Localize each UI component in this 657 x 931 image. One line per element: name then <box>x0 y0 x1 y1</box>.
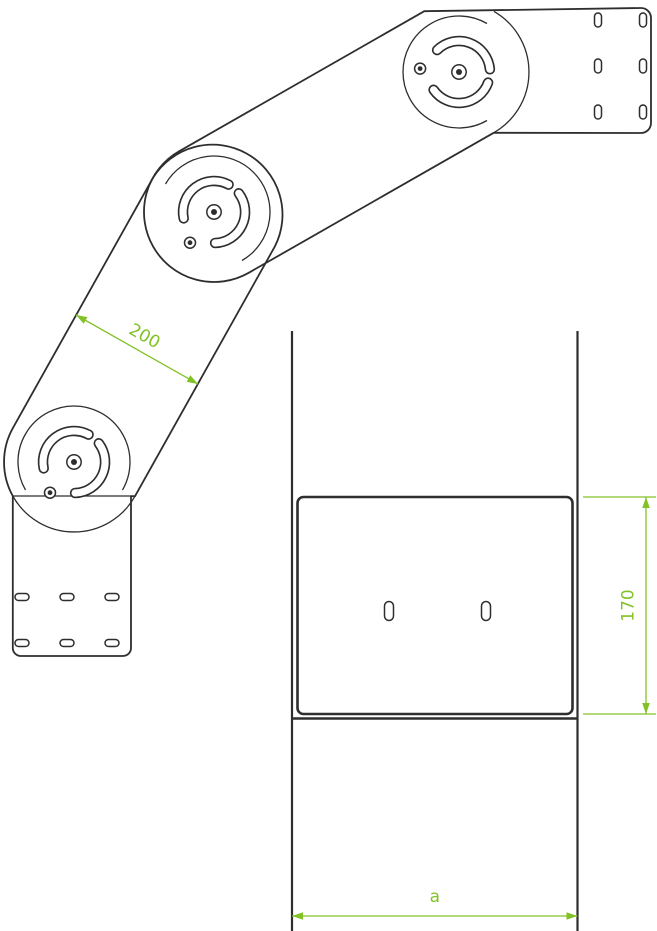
dimension-arrowhead <box>642 703 650 714</box>
top-plate-slots <box>593 12 648 120</box>
dimension-section-height: 170 <box>583 496 656 715</box>
hinge-slot-arc <box>71 439 109 497</box>
hinge-slot-arc <box>433 37 494 73</box>
dimension-arrowhead <box>186 375 198 384</box>
section-slot <box>480 600 492 622</box>
lock-hole-center <box>187 240 193 246</box>
hinge-pivot-center <box>71 459 77 465</box>
hinge-slot-arc <box>179 177 233 222</box>
mounting-slot <box>638 12 648 28</box>
hinge-boss-arc-bottom <box>17 405 131 491</box>
lock-hole-center <box>417 66 423 71</box>
hinge-boss-arc-middle <box>164 155 271 262</box>
section-slot <box>383 600 395 622</box>
dimension-arrowhead <box>76 315 88 324</box>
dimensions: 200 170 a <box>75 314 656 920</box>
section-body <box>296 495 574 716</box>
dimension-label-arm-width: 200 <box>125 320 163 353</box>
hinge-boss-arc-top <box>402 15 488 129</box>
dimension-arrowhead <box>292 912 303 920</box>
articulated-arm-view <box>3 7 652 657</box>
hinge-joint-top <box>413 35 496 109</box>
mounting-slot <box>59 638 75 648</box>
mounting-slot <box>593 58 603 74</box>
upper-link-cap-arc <box>493 10 530 134</box>
mounting-slot <box>638 104 648 120</box>
dimension-line <box>75 314 199 385</box>
dimension-arrowhead <box>642 497 650 508</box>
hinge-joint-bottom <box>37 425 111 499</box>
lower-link-cap-arc <box>12 495 136 533</box>
hinge-slot-arc <box>211 189 249 247</box>
mounting-slot <box>593 12 603 28</box>
mounting-slot <box>14 592 30 602</box>
dimension-label-section-width: a <box>430 887 440 907</box>
hinge-slot-arc <box>430 79 492 107</box>
dimension-arrowhead <box>566 912 578 920</box>
lock-hole-center <box>47 490 53 496</box>
bottom-plate-slots <box>14 592 120 648</box>
mounting-slot <box>638 58 648 74</box>
mounting-slot <box>59 592 75 602</box>
hinge-pivot-center <box>211 209 217 215</box>
front-view <box>290 331 579 931</box>
mounting-slot <box>14 638 30 648</box>
mounting-slot <box>593 104 603 120</box>
hinge-slot-arc <box>39 427 93 472</box>
dimension-section-width: a <box>292 887 578 920</box>
mounting-slot <box>104 592 120 602</box>
hinge-joint-middle <box>177 175 251 249</box>
hinge-pivot-center <box>456 69 462 75</box>
mounting-slot <box>104 638 120 648</box>
dimension-arm-width: 200 <box>75 314 199 385</box>
dimension-label-section-height: 170 <box>619 589 639 621</box>
